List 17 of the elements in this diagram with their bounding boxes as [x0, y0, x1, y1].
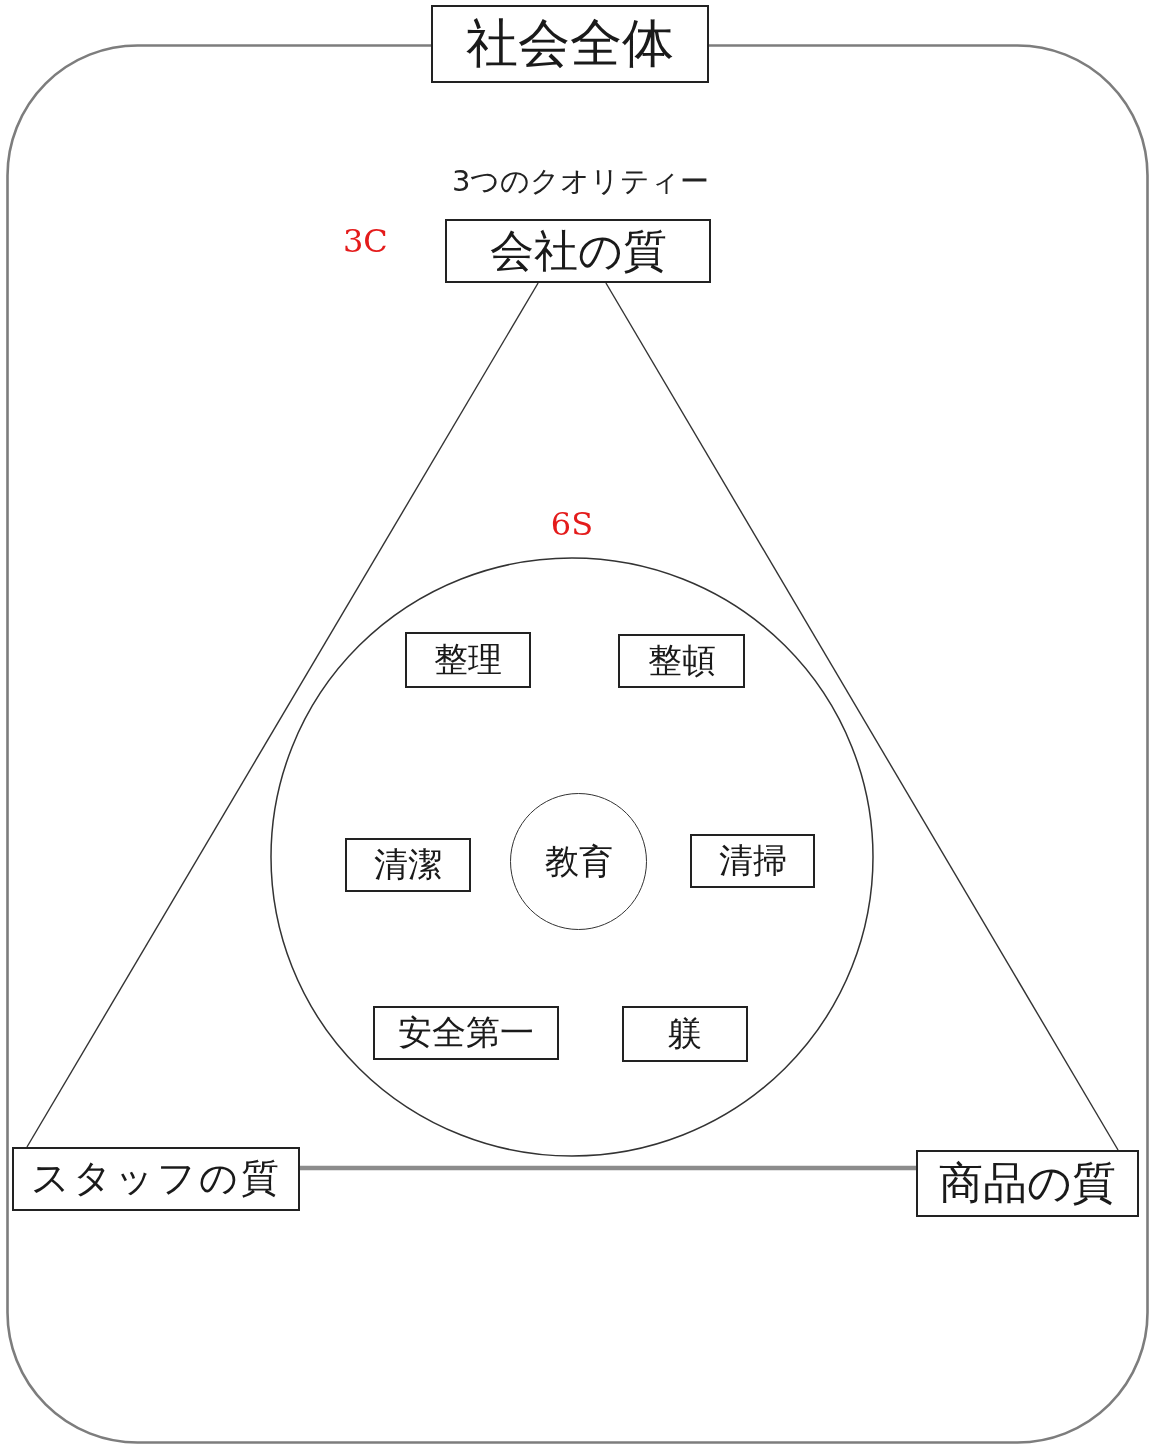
group-label: 3C [343, 224, 388, 260]
connector-line [26, 282, 539, 1148]
label-box: 安全第一 [373, 1006, 559, 1060]
label-box: 整頓 [618, 634, 745, 688]
label-box: 会社の質 [445, 219, 711, 283]
label-box: スタッフの質 [12, 1147, 300, 1211]
label-box: 整理 [405, 632, 531, 688]
label-box: 商品の質 [916, 1150, 1139, 1217]
frame-title: 社会全体 [431, 5, 709, 83]
connector-line [300, 1165, 916, 1171]
label-box: 躾 [622, 1006, 748, 1062]
group-label: 6S [550, 507, 594, 543]
connector-line [605, 282, 1119, 1151]
center-circle: 教育 [510, 793, 647, 930]
heading-text: 3つのクオリティー [452, 166, 710, 198]
label-box: 清潔 [345, 838, 471, 892]
label-box: 清掃 [690, 834, 815, 888]
